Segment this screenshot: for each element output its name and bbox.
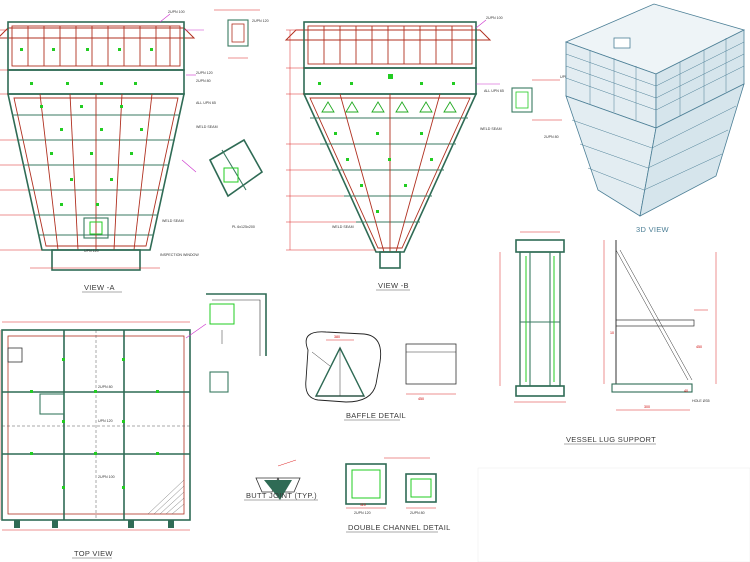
joint-upn80-label: 2UPN 80 bbox=[544, 135, 559, 139]
view-a-upn-top-label: 2UPN 100 bbox=[168, 10, 185, 14]
lug-caption: VESSEL LUG SUPPORT bbox=[566, 435, 656, 444]
lug-dim-300: 300 bbox=[644, 405, 650, 409]
view-a-upn65-label: ALL UPN 65 bbox=[196, 101, 216, 105]
view-a-inspection-label: INSPECTION WINDOW bbox=[160, 253, 199, 257]
plate-label: PL 6x125x200 bbox=[232, 225, 255, 229]
view-a-upn120-label: 2UPN 120 bbox=[196, 71, 213, 75]
top-view-upn-label: 2UPN 80 bbox=[98, 385, 113, 389]
view-b-upn-label: ALL UPN 65 bbox=[484, 89, 504, 93]
view-a-weld-label-2: WELD SEAM bbox=[162, 219, 184, 223]
view-a-weld-label: WELD SEAM bbox=[196, 125, 218, 129]
baffle-dim-side: 450 bbox=[418, 397, 424, 401]
view-a-elevation: 2UPN 100 2UPN 120 2UPN 80 ALL UPN 65 WEL… bbox=[0, 10, 218, 293]
top-view-upn120-label: UPN 120 bbox=[98, 419, 113, 423]
double-channel-detail: 110 2UPN 120 2UPN 80 DOUBLE CHANNEL DETA… bbox=[345, 457, 451, 533]
view-b-elevation: 2UPN 100 ALL UPN 65 WELD SEAM WELD SEAM … bbox=[284, 16, 504, 291]
blank-panel bbox=[477, 467, 750, 562]
view-a-upn80-label: 2UPN 80 bbox=[196, 79, 211, 83]
channel-upn120-label: 2UPN 120 bbox=[354, 511, 371, 515]
view-b-weld-label-2: WELD SEAM bbox=[332, 225, 354, 229]
view-b-weld-label: WELD SEAM bbox=[480, 127, 502, 131]
top-view-upn100-label: 2UPN 100 bbox=[98, 475, 115, 479]
baffle-caption: BAFFLE DETAIL bbox=[346, 411, 406, 420]
corner-joint-detail: PL 6x125x200 bbox=[208, 138, 264, 229]
view-a-outlet-label: UPN 120 bbox=[84, 249, 99, 253]
view-b-caption: VIEW -B bbox=[378, 281, 409, 290]
butt-joint-caption: BUTT JOINT (TYP.) bbox=[246, 491, 317, 500]
top-corner-detail bbox=[185, 293, 267, 393]
baffle-detail: 380 450 BAFFLE DETAIL bbox=[305, 331, 457, 421]
lug-dim-10: 10 bbox=[610, 331, 614, 335]
3d-view-caption: 3D VIEW bbox=[636, 225, 670, 234]
lug-dim-450: 450 bbox=[696, 345, 702, 349]
channel-dim-110: 110 bbox=[360, 503, 366, 507]
view-a-caption: VIEW -A bbox=[84, 283, 115, 292]
lug-dim-40: 40 bbox=[684, 389, 688, 393]
butt-joint-detail: BUTT JOINT (TYP.) bbox=[244, 459, 318, 501]
upn-section-detail: 2UPN 120 bbox=[214, 9, 269, 59]
baffle-dim-top: 380 bbox=[334, 335, 340, 339]
double-channel-caption: DOUBLE CHANNEL DETAIL bbox=[348, 523, 451, 532]
view-b-upn-top-label: 2UPN 100 bbox=[486, 16, 503, 20]
view-b-joint-detail: UPN 65 2UPN 80 bbox=[511, 75, 573, 139]
isometric-3d-view: 3D VIEW bbox=[564, 3, 746, 234]
top-view-plan: 2UPN 80 UPN 120 2UPN 100 TOP VIEW bbox=[0, 321, 191, 559]
lug-hole-label: HOLE Ø35 bbox=[692, 399, 710, 403]
top-view-caption: TOP VIEW bbox=[74, 549, 113, 558]
section-upn-label: 2UPN 120 bbox=[252, 19, 269, 23]
channel-upn80-label: 2UPN 80 bbox=[410, 511, 425, 515]
vessel-lug-support: 10 450 300 40 HOLE Ø35 VESSEL LUG SUPPOR… bbox=[499, 231, 717, 445]
